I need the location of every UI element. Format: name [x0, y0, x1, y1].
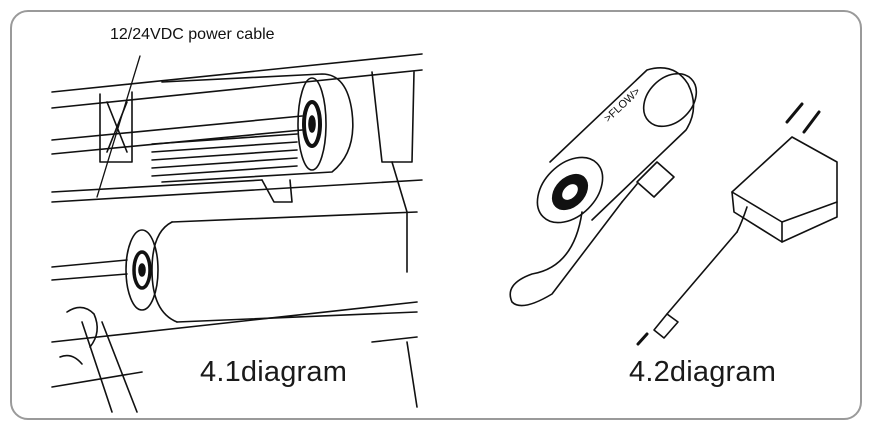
diagram-4-1-illustration [51, 53, 423, 413]
diagram-4-2-caption: 4.2diagram [629, 356, 777, 388]
diagram-4-1-caption: 4.1diagram [200, 356, 348, 388]
diagram-4-2-illustration [509, 67, 838, 346]
power-cable-callout: 12/24VDC power cable [110, 26, 275, 43]
figure-frame: 12/24VDC power cable [10, 10, 862, 420]
